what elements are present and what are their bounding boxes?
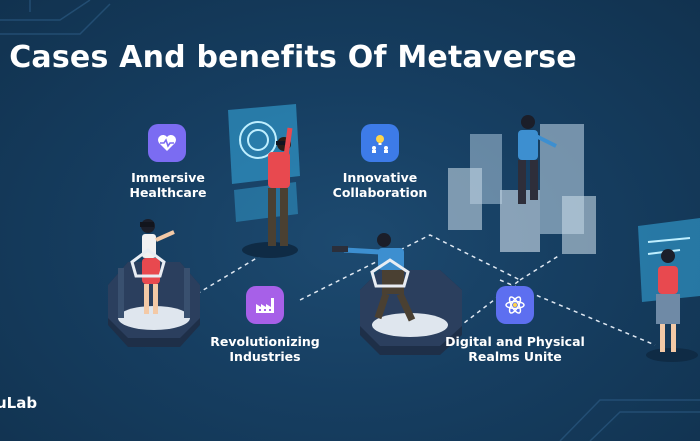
atom-icon — [496, 286, 534, 324]
glass-blocks — [448, 124, 596, 254]
woman-vr-figure — [130, 219, 175, 314]
dashed-connectors — [189, 234, 656, 346]
man-blue-shirt-gun-figure — [332, 233, 416, 322]
man-red-shirt-figure — [242, 127, 298, 258]
page-title: e Cases And benefits Of Metaverse — [0, 40, 577, 75]
brand-logo-text: uLab — [0, 394, 38, 412]
team-lightbulb-icon — [361, 124, 399, 162]
woman-right-figure — [646, 249, 698, 362]
factory-icon — [246, 286, 284, 324]
heart-pulse-icon — [148, 124, 186, 162]
man-on-blocks-figure — [518, 115, 557, 204]
